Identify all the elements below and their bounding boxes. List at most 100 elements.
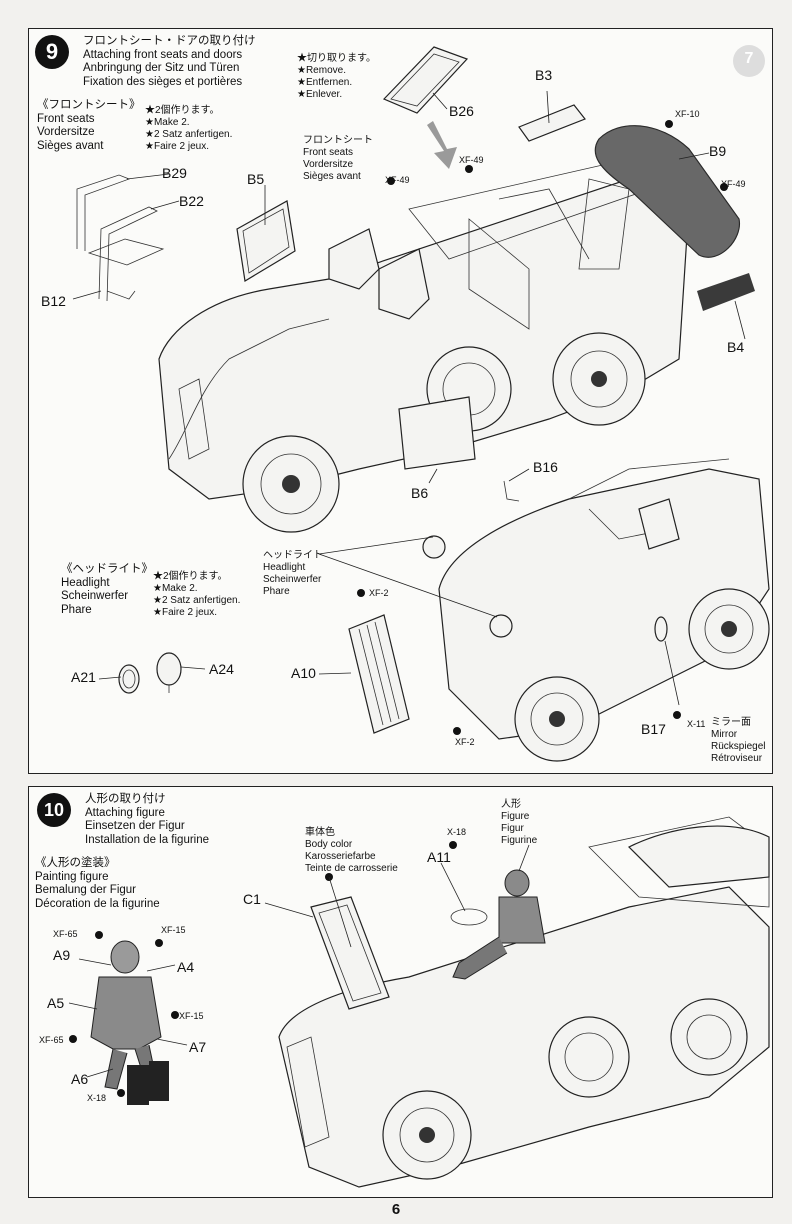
note-jp: ★2個作ります。 — [145, 105, 220, 116]
figure-drawing — [90, 940, 169, 1105]
label-b3: B3 — [535, 67, 553, 83]
body-color-jp: 車体色 — [305, 827, 335, 838]
step-9-title-fr: Fixation des sièges et portières — [83, 75, 243, 88]
body-color-fr: Teinte de carrosserie — [305, 863, 398, 874]
arrow-icon — [427, 121, 457, 169]
color-xf49-a: XF-49 — [385, 175, 410, 185]
mirror-callout: ミラー面 Mirror Rückspiegel Rétroviseur — [711, 717, 765, 765]
figure-callout-de: Figur — [501, 823, 524, 834]
figure-callout-fr: Figurine — [501, 835, 538, 846]
headlight-note-jp: ★2個作ります。 — [153, 571, 228, 582]
headlight-heading-en: Headlight — [61, 576, 110, 589]
part-seat-frames — [76, 174, 165, 302]
page-number: 6 — [391, 1201, 401, 1218]
headlight-note-de: ★2 Satz anfertigen. — [153, 595, 241, 606]
front-seats-heading-en: Front seats — [37, 112, 95, 125]
step-10-title-en: Attaching figure — [85, 806, 165, 819]
step-9-number: 9 — [35, 35, 69, 69]
label-b12: B12 — [41, 293, 66, 309]
mirror-callout-en: Mirror — [711, 729, 738, 740]
painting-heading-de: Bemalung der Figur — [35, 884, 136, 896]
step-10-illustration — [68, 816, 770, 1188]
label-b29: B29 — [162, 165, 187, 181]
remove-note-fr: ★Enlever. — [297, 89, 343, 100]
label-b17: B17 — [641, 721, 666, 737]
body-color-en: Body color — [305, 839, 353, 850]
step-9-title: フロントシート・ドアの取り付け Attaching front seats an… — [83, 35, 256, 89]
painting-heading-jp: 《人形の塗装》 — [35, 857, 116, 869]
headlight-callout-en: Headlight — [263, 562, 306, 573]
label-b4: B4 — [727, 339, 745, 355]
mirror-callout-jp: ミラー面 — [711, 717, 751, 728]
step-9-title-en: Attaching front seats and doors — [83, 48, 243, 61]
mirror-callout-fr: Rétroviseur — [711, 753, 763, 764]
headlight-heading-jp: 《ヘッドライト》 — [61, 563, 153, 575]
front-seats-heading-de: Vordersitze — [37, 126, 95, 138]
front-seats-callout-jp: フロントシート — [303, 135, 373, 146]
label-a7: A7 — [189, 1039, 207, 1055]
label-b16: B16 — [533, 459, 558, 475]
label-b6: B6 — [411, 485, 429, 501]
note-fr: ★Faire 2 jeux. — [145, 141, 209, 152]
step-9-title-jp: フロントシート・ドアの取り付け — [83, 35, 256, 47]
step-9-illustration — [72, 45, 770, 762]
remove-note-en: ★Remove. — [297, 65, 346, 76]
vehicle-step10 — [278, 816, 770, 1188]
headlight-notes: ★2個作ります。 ★Make 2. ★2 Satz anfertigen. ★F… — [153, 571, 240, 619]
label-a4: A4 — [177, 959, 195, 975]
painting-heading-fr: Décoration de la figurine — [35, 897, 160, 910]
label-b26: B26 — [449, 103, 474, 119]
part-b26 — [382, 46, 469, 114]
front-seats-callout: フロントシート Front seats Vordersitze Sièges a… — [303, 135, 373, 183]
label-a24: A24 — [209, 661, 234, 677]
figure-callout-en: Figure — [501, 811, 530, 822]
painting-heading-en: Painting figure — [35, 870, 109, 883]
front-seats-notes: ★2個作ります。 ★Make 2. ★2 Satz anfertigen. ★F… — [145, 105, 232, 153]
step-9-panel: 9 フロントシート・ドアの取り付け Attaching front seats … — [28, 28, 773, 774]
step-10-number: 10 — [37, 793, 71, 827]
headlight-heading: 《ヘッドライト》 Headlight Scheinwerfer Phare — [61, 563, 153, 617]
label-a11: A11 — [427, 849, 451, 865]
color-xf49-c: XF-49 — [721, 179, 746, 189]
front-seats-callout-de: Vordersitze — [303, 159, 354, 170]
color-x18-a: X-18 — [87, 1093, 107, 1103]
body-color-de: Karosseriefarbe — [305, 851, 376, 862]
label-b5: B5 — [247, 171, 265, 187]
corner-badge — [733, 45, 765, 77]
mirror-callout-de: Rückspiegel — [711, 741, 766, 752]
color-xf65-a: XF-65 — [53, 929, 78, 939]
label-c1: C1 — [243, 891, 261, 907]
part-b5 — [236, 200, 296, 282]
label-a10: A10 — [291, 665, 316, 681]
label-a21: A21 — [71, 669, 96, 685]
color-xf65-b: XF-65 — [39, 1035, 64, 1045]
remove-note: ★切り取ります。 ★Remove. ★Entfernen. ★Enlever. — [297, 53, 376, 101]
headlight-heading-de: Scheinwerfer — [61, 590, 129, 602]
label-a6: A6 — [71, 1071, 89, 1087]
color-xf15-b: XF-15 — [179, 1011, 204, 1021]
corner-badge-number: 7 — [744, 50, 754, 67]
front-seats-heading-fr: Sièges avant — [37, 139, 104, 152]
part-headlight — [118, 652, 182, 694]
remove-note-jp: ★切り取ります。 — [297, 53, 376, 64]
step-9-title-de: Anbringung der Sitz und Türen — [83, 62, 240, 74]
color-xf15-a: XF-15 — [161, 925, 186, 935]
note-de: ★2 Satz anfertigen. — [145, 129, 233, 140]
headlight-note-fr: ★Faire 2 jeux. — [153, 607, 217, 618]
step-10-title-fr: Installation de la figurine — [85, 833, 210, 846]
step-10-panel: 10 人形の取り付け Attaching figure Einsetzen de… — [28, 786, 773, 1198]
color-xf10: XF-10 — [675, 109, 700, 119]
front-seats-heading: 《フロントシート》 Front seats Vordersitze Sièges… — [37, 99, 141, 153]
color-xf2-b: XF-2 — [455, 737, 475, 747]
label-a5: A5 — [47, 995, 65, 1011]
step-10-title-jp: 人形の取り付け — [85, 793, 166, 805]
headlight-note-en: ★Make 2. — [153, 583, 198, 594]
label-a9: A9 — [53, 947, 71, 963]
label-b22: B22 — [179, 193, 204, 209]
color-xf2-a: XF-2 — [369, 588, 389, 598]
figure-callout: 人形 Figure Figur Figurine — [501, 799, 537, 847]
color-x11: X-11 — [687, 719, 706, 729]
vehicle-lower — [348, 458, 770, 762]
color-x18-b: X-18 — [447, 827, 467, 837]
headlight-callout-fr: Phare — [263, 586, 290, 597]
